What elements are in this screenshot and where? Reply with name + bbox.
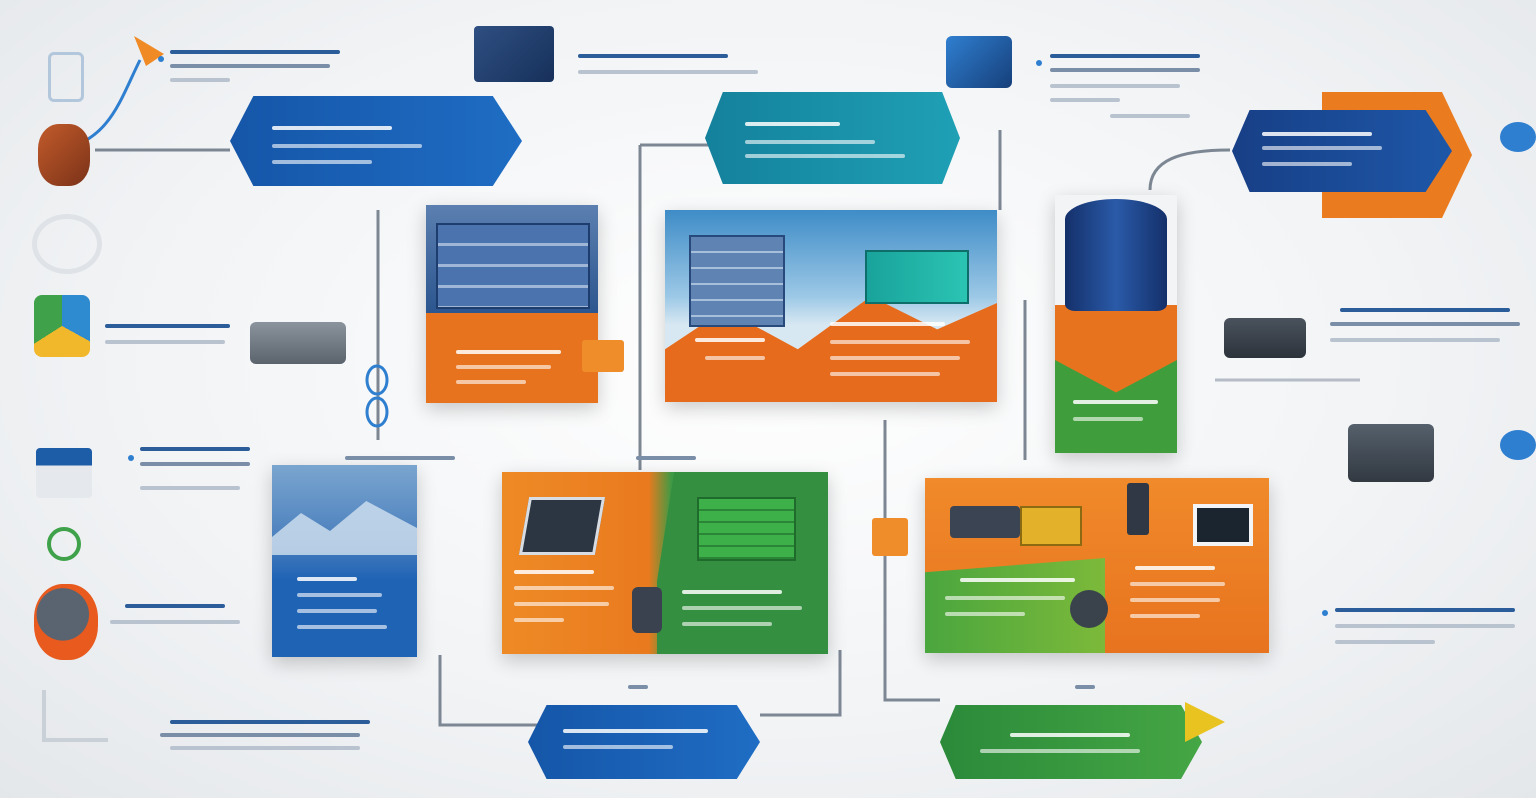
database-icon — [1065, 199, 1167, 311]
server-rack-icon — [436, 223, 590, 309]
stack-cube-icon — [697, 497, 796, 561]
banner-top-center-teal — [705, 92, 960, 184]
tower-icon — [1127, 483, 1149, 535]
camera-icon — [632, 587, 662, 633]
card-devices — [925, 478, 1269, 653]
card-laptop-cloud — [502, 472, 828, 654]
stand-icon — [42, 690, 108, 742]
chain-link-1 — [365, 364, 389, 396]
server-stack-icon — [689, 235, 785, 327]
bullet-dot — [1036, 60, 1042, 66]
banner-top-left-blue — [230, 96, 522, 186]
bullet-dot — [128, 455, 134, 461]
storage-cube-icon — [865, 250, 969, 304]
cube-icon — [34, 295, 90, 357]
card-center-servers — [665, 210, 997, 402]
small-orange-box-icon — [872, 518, 908, 556]
banner-bottom-blue — [528, 705, 760, 779]
gear-icon — [34, 584, 98, 660]
bullet-dot — [1322, 610, 1328, 616]
cloud-icon — [32, 214, 102, 274]
pin-icon — [48, 52, 84, 102]
speaker-icon — [1070, 590, 1108, 628]
monitor-icon — [1193, 504, 1253, 546]
laptop-icon — [518, 497, 606, 555]
card-database — [1055, 195, 1177, 453]
box-icon — [1020, 506, 1082, 546]
connector-bottom-center — [760, 650, 842, 717]
mouse-icon — [38, 124, 90, 186]
disc-icon — [1500, 430, 1536, 460]
cube-blue-icon — [946, 36, 1012, 88]
tray-icon — [36, 448, 92, 498]
chain-link-2 — [365, 396, 389, 428]
bullet-dot — [158, 56, 164, 62]
banner-bottom-green — [940, 705, 1202, 779]
router-icon — [250, 322, 346, 364]
small-orange-box-icon — [582, 340, 624, 372]
connector-database-banner — [1148, 148, 1231, 191]
card-blue-mountain — [272, 465, 417, 657]
card-server-rack — [426, 205, 598, 403]
disc-icon — [1500, 122, 1536, 152]
refresh-icon — [47, 527, 81, 561]
storage-box-icon — [474, 26, 554, 82]
router-icon — [1348, 424, 1434, 482]
banner-top-right-navy — [1232, 110, 1452, 192]
connector-bottom-left — [438, 655, 540, 727]
printer-icon — [950, 506, 1020, 538]
connector-center-right-down — [883, 420, 940, 702]
router-icon — [1224, 318, 1306, 358]
